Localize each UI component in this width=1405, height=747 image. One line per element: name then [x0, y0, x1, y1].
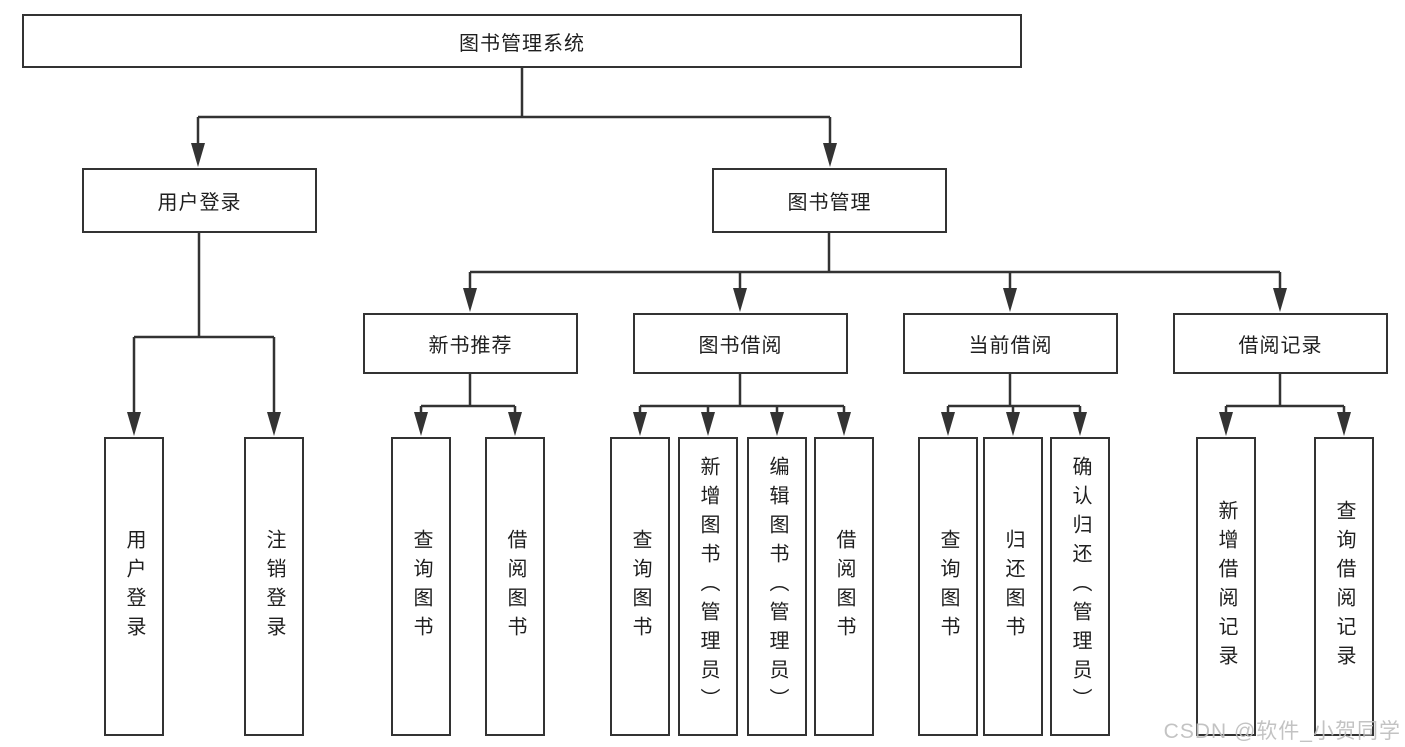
leaf-query-books-borrow-label: 查询图书 — [629, 528, 651, 645]
connector-book-mgmt-branch — [468, 233, 1282, 292]
leaf-borrow-books-recommend-label: 借阅图书 — [504, 528, 526, 645]
connector-book-borrow-branch — [638, 374, 846, 416]
connector-current-borrow-branch — [946, 374, 1082, 416]
csdn-watermark: CSDN @软件_小贺同学 — [1163, 720, 1401, 743]
leaf-confirm-return-admin-label: 确认归还（管理员） — [1069, 456, 1091, 717]
connector-root-to-level2 — [196, 68, 832, 147]
node-new-book-recommend-label: 新书推荐 — [428, 335, 513, 357]
leaf-query-books-borrow: 查询图书 — [610, 437, 670, 736]
leaf-logout-label: 注销登录 — [263, 528, 285, 645]
node-current-borrow: 当前借阅 — [903, 313, 1118, 374]
node-book-borrow-label: 图书借阅 — [698, 335, 783, 357]
node-user-login: 用户登录 — [82, 168, 317, 233]
node-new-book-recommend: 新书推荐 — [363, 313, 578, 374]
leaf-logout: 注销登录 — [244, 437, 304, 736]
connector-borrow-records-branch — [1224, 374, 1346, 416]
leaf-add-book-admin-label: 新增图书（管理员） — [697, 456, 719, 717]
node-root: 图书管理系统 — [22, 14, 1022, 68]
node-current-borrow-label: 当前借阅 — [968, 335, 1053, 357]
leaf-query-borrow-record: 查询借阅记录 — [1314, 437, 1374, 736]
node-book-management-label: 图书管理 — [787, 192, 872, 214]
leaf-add-book-admin: 新增图书（管理员） — [678, 437, 738, 736]
leaf-return-book-label: 归还图书 — [1002, 528, 1024, 645]
leaf-add-borrow-record-label: 新增借阅记录 — [1215, 499, 1237, 674]
node-book-borrow: 图书借阅 — [633, 313, 848, 374]
leaf-query-books-current-label: 查询图书 — [937, 528, 959, 645]
leaf-edit-book-admin: 编辑图书（管理员） — [747, 437, 807, 736]
leaf-query-books-current: 查询图书 — [918, 437, 978, 736]
leaf-edit-book-admin-label: 编辑图书（管理员） — [766, 456, 788, 717]
leaf-query-books-recommend-label: 查询图书 — [410, 528, 432, 645]
leaf-user-login-label: 用户登录 — [123, 528, 145, 645]
node-book-management: 图书管理 — [712, 168, 947, 233]
leaf-add-borrow-record: 新增借阅记录 — [1196, 437, 1256, 736]
connector-user-login-branch — [132, 233, 276, 416]
arrowheads — [127, 143, 1351, 436]
leaf-query-books-recommend: 查询图书 — [391, 437, 451, 736]
leaf-return-book: 归还图书 — [983, 437, 1043, 736]
node-root-label: 图书管理系统 — [459, 32, 585, 55]
leaf-user-login: 用户登录 — [104, 437, 164, 736]
leaf-confirm-return-admin: 确认归还（管理员） — [1050, 437, 1110, 736]
node-borrow-records: 借阅记录 — [1173, 313, 1388, 374]
leaf-borrow-books: 借阅图书 — [814, 437, 874, 736]
leaf-borrow-books-label: 借阅图书 — [833, 528, 855, 645]
node-borrow-records-label: 借阅记录 — [1238, 335, 1323, 357]
leaf-borrow-books-recommend: 借阅图书 — [485, 437, 545, 736]
node-user-login-label: 用户登录 — [157, 192, 242, 214]
leaf-query-borrow-record-label: 查询借阅记录 — [1333, 499, 1355, 674]
connector-new-book-branch — [419, 374, 517, 416]
